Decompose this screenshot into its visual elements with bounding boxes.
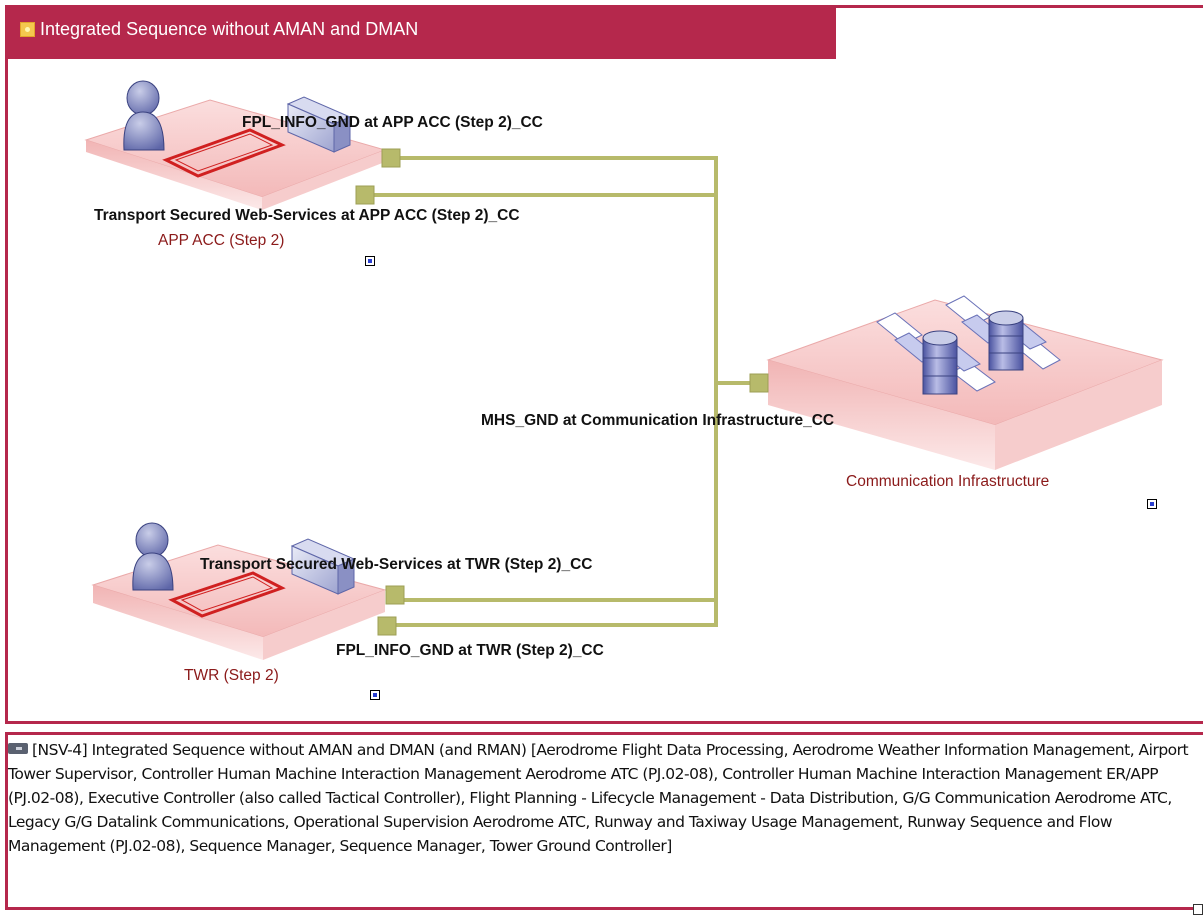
notes-box <box>5 732 1203 910</box>
controller-person-icon <box>123 80 165 151</box>
node-app-acc[interactable] <box>84 80 387 210</box>
link-marker-icon[interactable] <box>370 690 380 700</box>
note-icon <box>8 743 28 754</box>
node-twr[interactable] <box>91 522 387 660</box>
node-comm-infra[interactable] <box>766 295 1164 470</box>
port-label-fpl-twr: FPL_INFO_GND at TWR (Step 2)_CC <box>336 642 604 659</box>
port-mhs-comm <box>749 373 769 393</box>
link-marker-icon[interactable] <box>1193 904 1203 915</box>
server-icon <box>290 538 356 595</box>
controller-person-icon <box>132 522 174 591</box>
diagram-canvas <box>84 80 1164 660</box>
ports <box>355 148 769 636</box>
link-marker-icon[interactable] <box>1147 499 1157 509</box>
workstation-icon <box>162 128 286 178</box>
node-name-twr: TWR (Step 2) <box>184 667 279 684</box>
port-fpl-twr <box>377 616 397 636</box>
notes-content: [NSV-4] Integrated Sequence without AMAN… <box>8 738 1198 858</box>
satellite-icon-2 <box>945 295 1061 371</box>
port-label-fpl-app: FPL_INFO_GND at APP ACC (Step 2)_CC <box>242 114 543 131</box>
diagram-icon <box>20 22 35 37</box>
node-name-comm-infra: Communication Infrastructure <box>846 473 1050 490</box>
port-label-mhs-comm: MHS_GND at Communication Infrastructure_… <box>481 412 835 429</box>
port-tsws-twr <box>385 585 405 605</box>
notes-text: [NSV-4] Integrated Sequence without AMAN… <box>8 741 1189 855</box>
node-name-app-acc: APP ACC (Step 2) <box>158 232 285 249</box>
server-icon <box>286 96 352 153</box>
port-fpl-app <box>381 148 401 168</box>
satellite-icon <box>876 312 996 395</box>
port-tsws-app <box>355 185 375 205</box>
port-label-tsws-app: Transport Secured Web-Services at APP AC… <box>94 207 520 224</box>
port-label-tsws-twr: Transport Secured Web-Services at TWR (S… <box>200 556 593 573</box>
diagram-title-tab[interactable] <box>5 5 836 59</box>
workstation-icon <box>168 571 286 618</box>
link-marker-icon[interactable] <box>365 256 375 266</box>
connector-lines <box>370 156 758 627</box>
diagram-title: Integrated Sequence without AMAN and DMA… <box>40 19 419 39</box>
